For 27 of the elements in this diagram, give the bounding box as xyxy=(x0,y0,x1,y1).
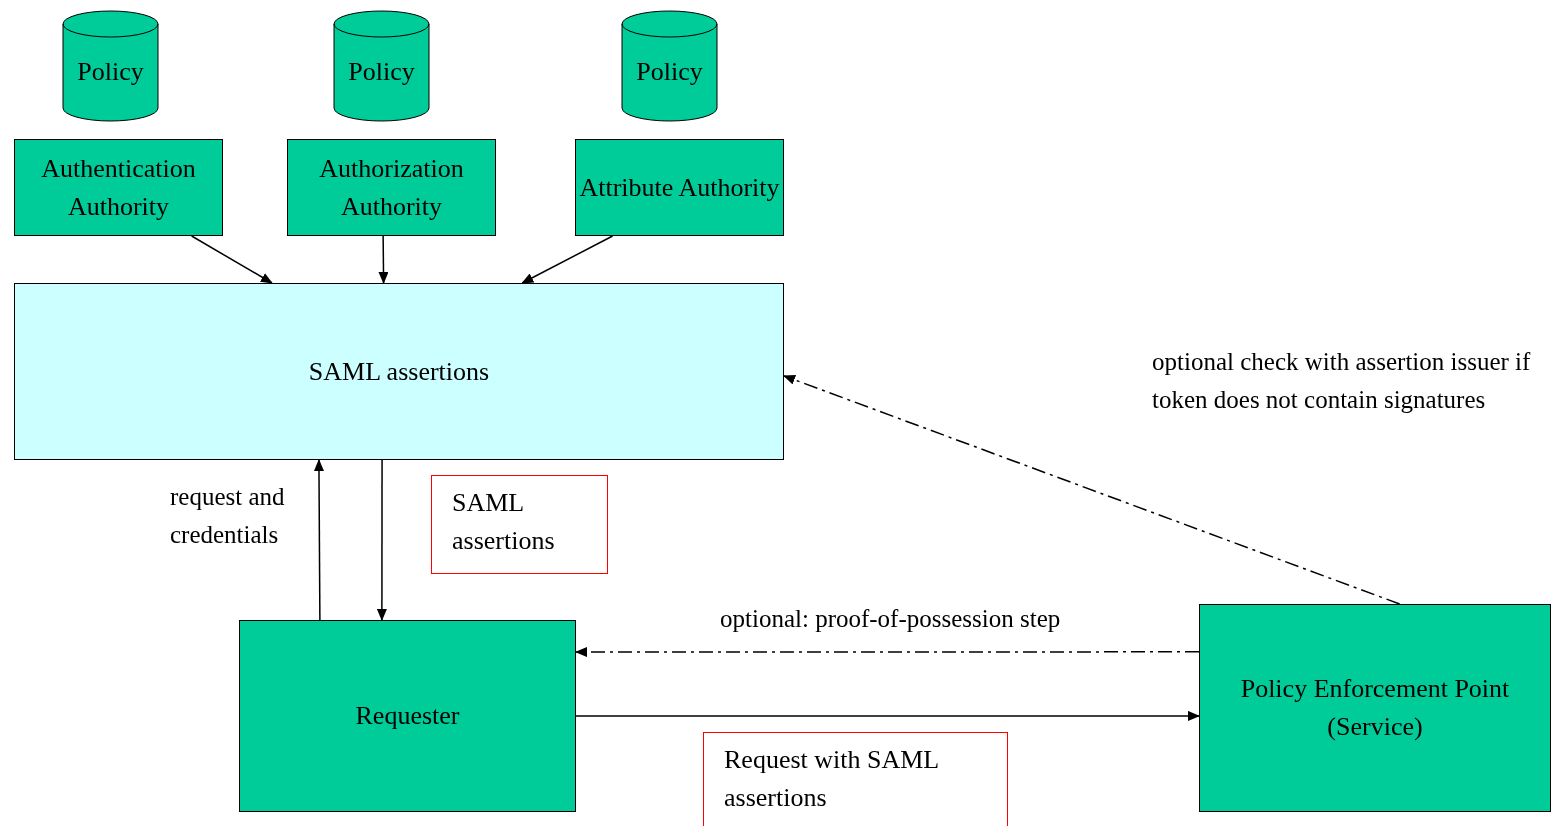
arrow xyxy=(575,647,1200,658)
node-label: Policy xyxy=(636,56,703,88)
process-box xyxy=(239,620,576,812)
process-box xyxy=(287,139,496,236)
arrow xyxy=(575,710,1200,721)
arrow xyxy=(190,235,273,284)
arrow xyxy=(376,459,387,621)
node-label: Requester xyxy=(355,700,460,732)
note-box xyxy=(431,475,608,574)
node-label: SAML assertions xyxy=(452,487,556,557)
node-label: SAML assertions xyxy=(308,355,490,388)
node-label: Request with SAML assertions xyxy=(724,744,940,814)
process-box xyxy=(14,139,223,236)
node-label: Policy Enforcement Point (Service) xyxy=(1239,673,1511,743)
arrow xyxy=(378,235,389,284)
node-label: Authentication Authority xyxy=(40,152,197,223)
process-box xyxy=(575,139,784,236)
node-label: Policy xyxy=(348,56,415,88)
arrow xyxy=(314,459,324,621)
arrow xyxy=(783,375,1401,605)
assertions-band xyxy=(14,283,784,460)
node-label: Policy xyxy=(77,56,144,88)
note-box xyxy=(703,732,1008,826)
process-box xyxy=(1199,604,1551,812)
node-label: Authorization Authority xyxy=(318,152,465,223)
node-label: Attribute Authority xyxy=(579,171,780,204)
arrow xyxy=(521,235,614,284)
